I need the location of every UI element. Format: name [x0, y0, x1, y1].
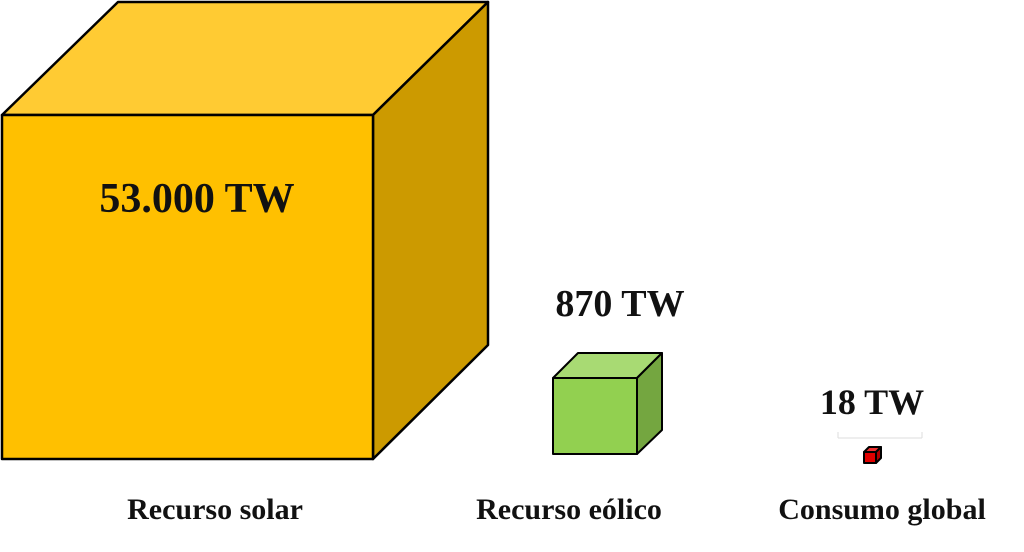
consumption-caption: Consumo global: [778, 493, 986, 526]
wind-value: 870 TW: [555, 283, 685, 325]
consumption-cube: [863, 446, 882, 464]
solar-cube: [0, 0, 490, 461]
wind-cube: [552, 352, 663, 455]
solar-caption: Recurso solar: [127, 493, 303, 526]
wind-caption: Recurso eólico: [476, 493, 662, 526]
solar-value: 53.000 TW: [99, 176, 295, 222]
consumption-value: 18 TW: [819, 382, 925, 422]
